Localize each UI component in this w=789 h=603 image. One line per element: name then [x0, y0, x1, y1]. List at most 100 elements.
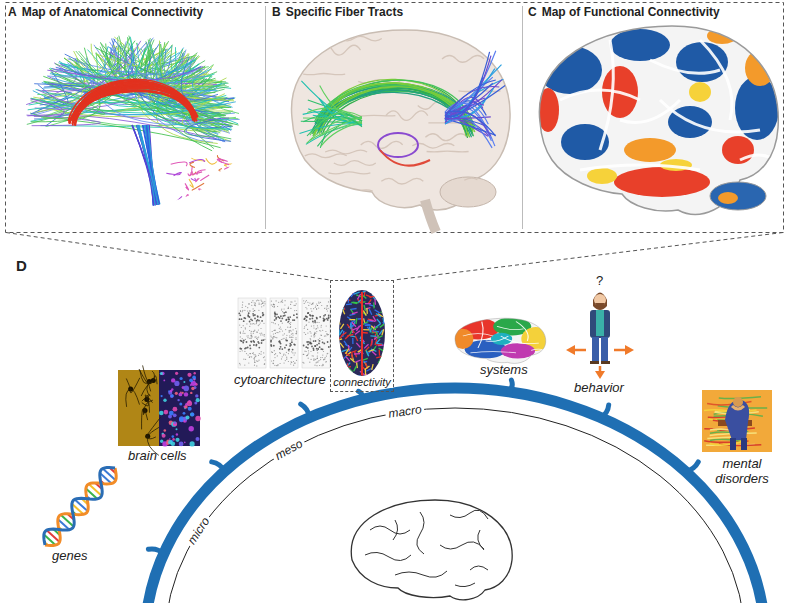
- fiber: [381, 354, 383, 360]
- neuron-dot: [256, 323, 257, 324]
- neuron-dot: [311, 359, 312, 360]
- cell-stain: [159, 370, 200, 446]
- fiber: [376, 344, 382, 346]
- neuron-dot: [322, 355, 323, 356]
- neuron-dot: [264, 364, 265, 365]
- neuron-dot: [288, 349, 290, 351]
- neuron-dot: [280, 302, 281, 303]
- sulcus-line: [470, 352, 516, 353]
- neuron-dot: [273, 336, 274, 337]
- neuron-dot: [257, 339, 258, 340]
- neuron-dot: [296, 303, 297, 304]
- neuron-dot: [294, 301, 295, 302]
- neuron-dot: [278, 324, 279, 325]
- activation-patch: [624, 138, 676, 162]
- gyrus-line: [417, 512, 424, 554]
- cell-marker: [169, 411, 174, 416]
- neuron-dot: [285, 354, 286, 355]
- neuron-dot: [314, 335, 315, 336]
- cell-marker: [180, 377, 183, 380]
- neuron-dot: [273, 345, 275, 347]
- dendrite: [153, 376, 157, 385]
- neuron-dot: [254, 362, 255, 363]
- scale-branch: [601, 405, 609, 418]
- cell-marker: [162, 434, 166, 438]
- neuron-dot: [254, 337, 255, 338]
- neuron-dot: [254, 302, 255, 303]
- fiber: [341, 324, 344, 329]
- neuron-dot: [239, 314, 241, 316]
- fiber: [341, 298, 344, 303]
- activation-patch: [610, 29, 670, 61]
- fiber: [375, 310, 380, 313]
- fiber: [381, 362, 384, 367]
- neuron-dot: [282, 300, 283, 301]
- neuron-dot: [273, 304, 274, 305]
- neuron-dot: [256, 338, 257, 339]
- activation-patch: [587, 168, 617, 184]
- neuron-dot: [289, 343, 291, 345]
- cerebellum-fiber: [216, 193, 227, 199]
- cell-marker: [159, 411, 164, 416]
- neuron-dot: [261, 320, 263, 322]
- neuron-dot: [291, 351, 292, 352]
- neuron-dot: [293, 329, 294, 330]
- cell-marker: [168, 440, 172, 444]
- neuron-dot: [274, 365, 275, 366]
- neuron-dot: [289, 337, 290, 338]
- panel-heading: CMap of Functional Connectivity: [528, 5, 783, 19]
- fiber: [346, 363, 348, 369]
- person-jacket: [590, 310, 610, 338]
- neuron-dot: [279, 340, 281, 342]
- neuron-dot: [321, 335, 322, 336]
- neuron-dot: [249, 321, 251, 323]
- neuron-dot: [310, 339, 311, 340]
- panel-heading: BSpecific Fiber Tracts: [272, 5, 518, 19]
- activation-patch: [707, 28, 737, 44]
- dendrite: [145, 400, 153, 410]
- neuron-dot: [249, 311, 250, 312]
- item-label: cytoarchitecture: [234, 372, 326, 387]
- neuron-dot: [281, 309, 282, 310]
- neuron-dot: [292, 319, 294, 321]
- gyrus-line: [361, 141, 403, 148]
- neuron-dot: [246, 353, 247, 354]
- fiber: [346, 349, 349, 354]
- neuron-dot: [327, 319, 329, 321]
- neuron-dot: [253, 358, 254, 359]
- neuron-dot: [291, 362, 292, 363]
- neuron-dot: [317, 361, 318, 362]
- neuron-dot: [323, 365, 324, 366]
- fiber: [362, 358, 368, 360]
- panel-title: Specific Fiber Tracts: [286, 5, 403, 19]
- neuron-dot: [278, 341, 280, 343]
- neuron-dot: [296, 332, 297, 333]
- neuron-dot: [312, 303, 313, 304]
- leader-line: [6, 233, 330, 281]
- neuron-dot: [312, 315, 314, 317]
- neuron-dot: [293, 361, 294, 362]
- neuron-dot: [294, 354, 295, 355]
- fiber: [381, 363, 386, 367]
- panel: AMap of Anatomical Connectivity: [8, 5, 260, 229]
- corpus-callosum: [75, 92, 194, 122]
- neuron-dot: [323, 359, 324, 360]
- gyrus-line: [450, 510, 488, 519]
- scale-band: [145, 388, 765, 603]
- neuron-dot: [326, 333, 327, 334]
- neuron-dot: [242, 310, 243, 311]
- neuron-dot: [261, 351, 262, 352]
- neuron-dot: [290, 322, 291, 323]
- fiber: [372, 364, 373, 370]
- neuron-dot: [317, 305, 318, 306]
- neuron-dot: [273, 330, 274, 331]
- neuron-dot: [279, 352, 280, 353]
- cerebellum-fiber: [191, 178, 196, 181]
- neuron-dot: [290, 327, 291, 328]
- neuron-dot: [252, 313, 254, 315]
- dendrite: [126, 389, 131, 407]
- neuron-dot: [292, 349, 294, 351]
- neuron-dot: [304, 303, 305, 304]
- neuron-dot: [240, 364, 241, 365]
- scale-branch: [685, 462, 698, 472]
